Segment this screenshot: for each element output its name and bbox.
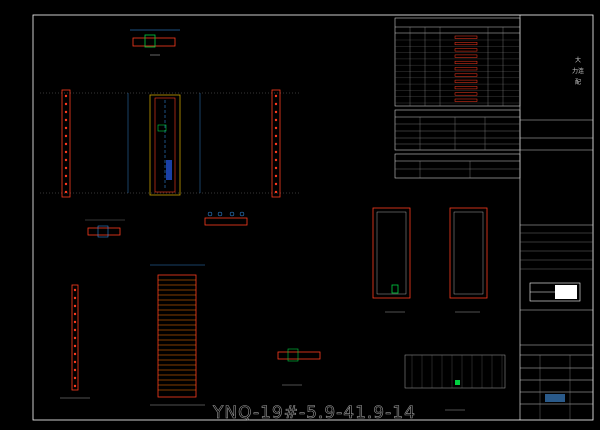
title-block-vertical-text-3: 配 — [575, 79, 581, 86]
rebar-dot — [64, 166, 68, 170]
rebar-dot — [64, 158, 68, 162]
section-2-2 — [204, 211, 248, 226]
rebar-dot — [73, 304, 77, 308]
schedule-rebar-shape — [454, 60, 478, 64]
watermark-text: YNQ-19#-5.9-41.9-14 — [212, 403, 416, 423]
center-elevation-pier — [127, 93, 201, 196]
left-elevation-column — [61, 89, 71, 198]
rebar-dot — [274, 118, 278, 122]
rebar-schedule-table — [394, 17, 521, 107]
rebar-dot — [274, 142, 278, 146]
schedule-rebar-shape — [454, 92, 478, 96]
bottom-center-pier-plan — [150, 264, 205, 406]
title-block-vertical-text-1: 大 — [575, 56, 581, 64]
schedule-rebar-shape — [454, 86, 478, 90]
rebar-dot — [73, 296, 77, 300]
title-block-vertical-text-2: 力连 — [572, 67, 584, 75]
section-3-3 — [277, 348, 321, 386]
schedule-rebar-shape — [454, 98, 478, 102]
rebar-dot — [73, 336, 77, 340]
rebar-dot — [73, 384, 77, 388]
schedule-rebar-shape — [454, 42, 478, 46]
rebar-dot — [64, 174, 68, 178]
material-summary-table — [394, 109, 521, 151]
rebar-dot — [274, 150, 278, 154]
rebar-dot — [64, 110, 68, 114]
schedule-rebar-shape — [454, 54, 478, 58]
rebar-dot — [274, 158, 278, 162]
rebar-dot — [64, 94, 68, 98]
rebar-dot — [274, 94, 278, 98]
rebar-dot — [73, 352, 77, 356]
drawing-frame — [32, 14, 594, 421]
top-section-detail — [130, 29, 180, 56]
rebar-dot — [73, 376, 77, 380]
rebar-dot — [64, 190, 68, 194]
rebar-dot — [64, 150, 68, 154]
rebar-dot — [274, 182, 278, 186]
rebar-dot — [274, 166, 278, 170]
rebar-dot — [64, 182, 68, 186]
rebar-dot — [274, 174, 278, 178]
title-block — [520, 119, 593, 420]
right-elevation-column — [271, 89, 281, 198]
schedule-rebar-shape — [454, 73, 478, 77]
site-floor-plan — [404, 354, 506, 411]
rebar-dot — [73, 368, 77, 372]
rebar-dot — [274, 190, 278, 194]
rebar-dot — [274, 110, 278, 114]
rebar-dot — [274, 134, 278, 138]
rebar-dot — [73, 344, 77, 348]
schedule-rebar-shape — [454, 67, 478, 71]
schedule-rebar-shape — [454, 48, 478, 52]
schedule-rebar-shape — [454, 79, 478, 83]
rebar-dot — [73, 328, 77, 332]
rebar-dot — [274, 102, 278, 106]
rebar-dot — [64, 126, 68, 130]
plan-view-right — [449, 207, 488, 313]
concrete-volume-table — [394, 153, 521, 179]
rebar-dot — [73, 360, 77, 364]
rebar-dot — [274, 126, 278, 130]
rebar-dot — [64, 118, 68, 122]
section-1-1 — [85, 219, 125, 238]
rebar-dot — [64, 102, 68, 106]
rebar-dot — [73, 320, 77, 324]
rebar-dot — [73, 312, 77, 316]
rebar-dot — [64, 142, 68, 146]
rebar-dot — [73, 288, 77, 292]
bottom-left-elevation — [60, 284, 90, 399]
plan-view-left — [372, 207, 411, 313]
rebar-dot — [64, 134, 68, 138]
schedule-rebar-shape — [454, 35, 478, 39]
